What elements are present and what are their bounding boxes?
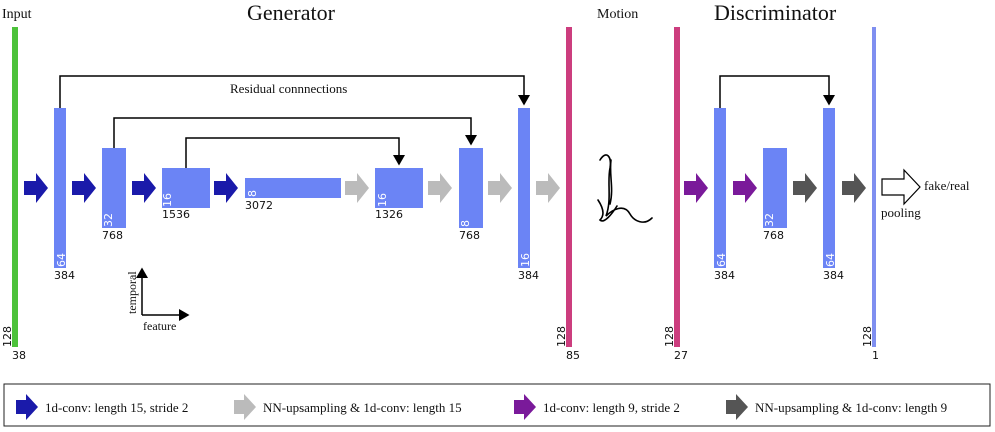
legend-conv15-swatch [16,394,38,420]
legend-conv9-label: 1d-conv: length 9, stride 2 [543,400,680,415]
disc-3-channels: 64 [824,253,837,267]
gen-dec-2-channels: 8 [459,220,472,227]
up15-arrow-2 [428,173,452,203]
legend-up9-swatch [726,394,748,420]
up15-arrow-1 [345,173,369,203]
hollow-arrow-icon [881,168,921,206]
gen-enc-1-channels: 64 [55,253,68,267]
disc-block-1 [714,108,726,268]
up15-arrow-4 [536,173,560,203]
gen-dec-block-2 [459,148,483,228]
gen-bottleneck-length: 3072 [245,199,273,212]
gen-enc-block-1 [54,108,66,268]
disc-residual-connection [719,75,835,108]
gen-enc-2-length: 768 [102,229,123,242]
generator-title: Generator [247,0,336,25]
gen-dec-3-channels: 16 [519,253,532,267]
disc-input-channels: 128 [663,326,676,347]
legend-up15-label: NN-upsampling & 1d-conv: length 15 [263,400,462,415]
disc-input-bar [674,27,680,347]
gen-dec-1-length: 1326 [375,208,403,221]
residual-connection-middle [113,117,477,148]
gen-enc-3-channels: 16 [161,193,174,207]
motion-output-bar [566,27,572,347]
up9-arrow-1 [793,173,817,203]
discriminator-title: Discriminator [714,0,837,25]
feature-axis-label: feature [143,319,176,333]
temporal-axis-label: temporal [125,271,139,314]
motion-length-label: 85 [566,349,580,362]
disc-1-length: 384 [714,269,735,282]
fake-real-label: fake/real [924,178,970,193]
legend-up9-label: NN-upsampling & 1d-conv: length 9 [755,400,947,415]
conv15-arrow-1 [24,173,48,203]
conv9-arrow-2 [733,173,757,203]
gen-dec-3-length: 384 [518,269,539,282]
input-channels-label: 128 [1,326,14,347]
gen-enc-block-2 [102,148,126,228]
residual-connections-label: Residual connnections [230,81,347,96]
sketch-figure-icon [597,154,653,223]
axis-arrows-icon [136,267,190,321]
conv9-arrow-1 [684,173,708,203]
legend-box [3,383,991,427]
gen-dec-block-1 [375,168,423,208]
gen-dec-1-channels: 16 [376,193,389,207]
conv15-arrow-2 [72,173,96,203]
gen-enc-3-length: 1536 [162,208,190,221]
legend-conv15-label: 1d-conv: length 15, stride 2 [45,400,188,415]
disc-output-bar [872,27,876,347]
pooling-label: pooling [881,205,921,220]
disc-block-2 [763,148,787,228]
conv15-arrow-4 [214,173,238,203]
gen-enc-1-length: 384 [54,269,75,282]
motion-title: Motion [597,7,638,22]
disc-3-length: 384 [823,269,844,282]
gen-enc-block-3 [162,168,210,208]
up9-arrow-2 [842,173,866,203]
disc-block-3 [823,108,835,268]
gen-dec-2-length: 768 [459,229,480,242]
input-length-label: 38 [12,349,26,362]
disc-2-length: 768 [763,229,784,242]
legend-conv9-swatch [514,394,536,420]
motion-channels-label: 128 [555,326,568,347]
gen-bottleneck-block [245,178,341,198]
input-title: Input [2,7,32,22]
input-bar [12,27,18,347]
disc-input-length: 27 [674,349,688,362]
disc-2-channels: 32 [763,213,776,227]
disc-1-channels: 64 [715,253,728,267]
gen-dec-block-3 [518,108,530,268]
conv15-arrow-3 [132,173,156,203]
up15-arrow-3 [488,173,512,203]
gen-enc-2-channels: 32 [102,213,115,227]
disc-output-length: 1 [872,349,879,362]
residual-connection-inner [185,137,405,168]
residual-connection-outer [59,75,530,108]
legend-up15-swatch [234,394,256,420]
disc-output-channels: 128 [861,326,874,347]
legend: 1d-conv: length 15, stride 2 NN-upsampli… [16,394,947,420]
gen-bottleneck-channels: 8 [246,190,259,197]
